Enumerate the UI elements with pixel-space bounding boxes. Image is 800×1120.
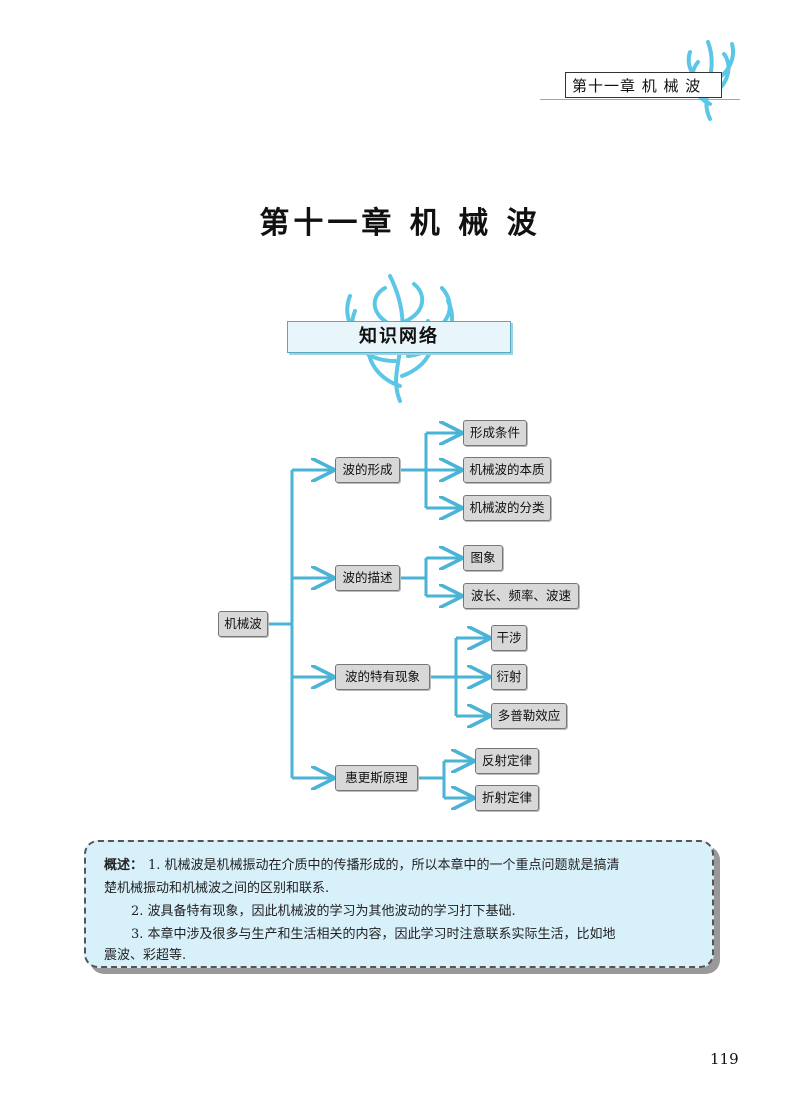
leaf-formation-condition: 形成条件: [463, 420, 527, 446]
leaf-doppler-effect: 多普勒效应: [491, 703, 567, 729]
summary-line-3: 2. 波具备特有现象，因此机械波的学习为其他波动的学习打下基础.: [131, 904, 516, 919]
leaf-graph: 图象: [463, 545, 503, 571]
branch-description: 波的描述: [335, 565, 400, 591]
branch-phenomena: 波的特有现象: [335, 664, 430, 690]
leaf-wave-nature: 机械波的本质: [463, 457, 551, 483]
summary-heading: 概述：: [104, 858, 144, 873]
mindmap-root: 机械波: [218, 611, 268, 637]
leaf-refraction-law: 折射定律: [475, 785, 539, 811]
summary-line-2: 楚机械振动和机械波之间的区别和联系.: [104, 881, 330, 896]
branch-huygens: 惠更斯原理: [335, 765, 418, 791]
page-number: 119: [710, 1050, 739, 1068]
header-rule: [540, 99, 740, 100]
chapter-title: 第十一章 机 械 波: [259, 206, 541, 241]
leaf-wavelength-frequency-speed: 波长、频率、波速: [463, 583, 579, 609]
leaf-diffraction: 衍射: [491, 664, 527, 690]
leaf-reflection-law: 反射定律: [475, 748, 539, 774]
section-banner: 知识网络: [287, 321, 511, 353]
summary-line-5: 震波、彩超等.: [104, 948, 187, 963]
branch-formation: 波的形成: [335, 457, 400, 483]
leaf-interference: 干涉: [491, 625, 527, 651]
summary-box: 概述： 1. 机械波是机械振动在介质中的传播形成的，所以本章中的一个重点问题就是…: [84, 840, 714, 968]
leaf-wave-classification: 机械波的分类: [463, 495, 551, 521]
running-head: 第十一章 机 械 波: [565, 72, 722, 98]
summary-line-1: 1. 机械波是机械振动在介质中的传播形成的，所以本章中的一个重点问题就是搞清: [148, 858, 620, 873]
summary-line-4: 3. 本章中涉及很多与生产和生活相关的内容，因此学习时注意联系实际生活，比如地: [131, 927, 616, 942]
